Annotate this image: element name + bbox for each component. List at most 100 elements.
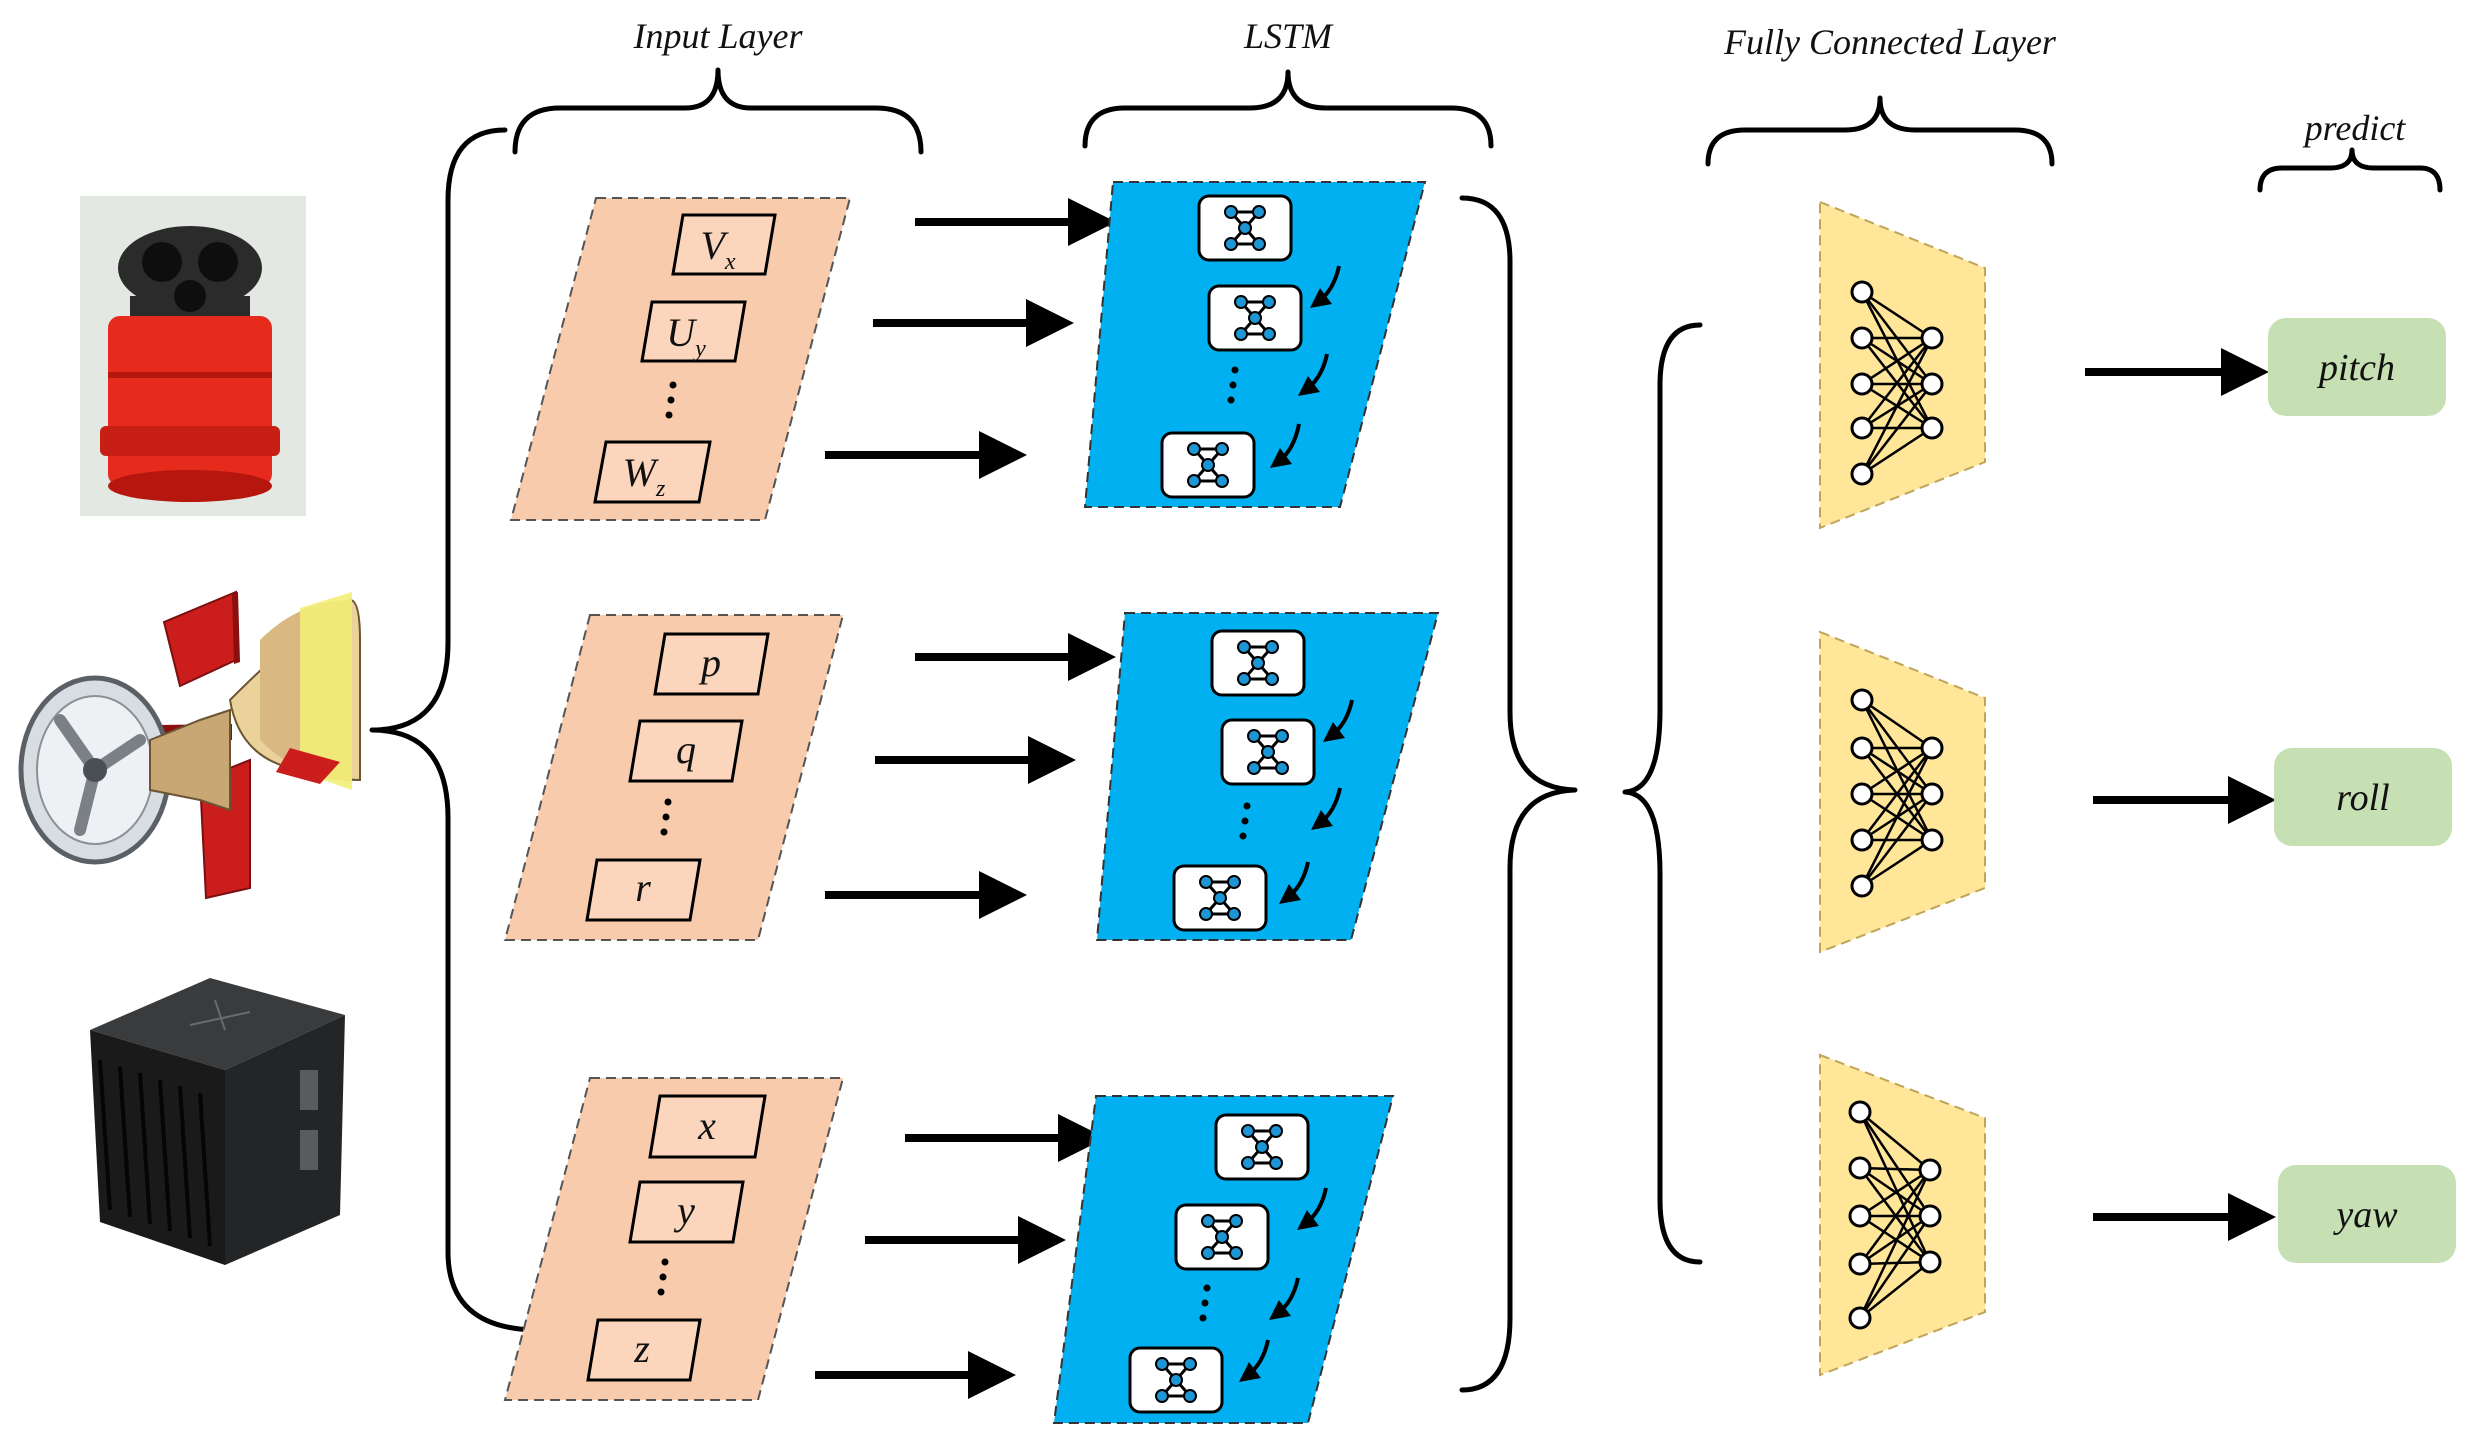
input-var-uy-base: U [666,310,698,355]
lstm-cell [1210,629,1306,697]
lstm-block-2 [1095,612,1440,941]
input-group-1: Vx Uy Wz [509,197,852,521]
fc-node [1848,1252,1872,1276]
output-yaw: yaw [2278,1165,2456,1263]
lstm-title: LSTM [1243,16,1334,56]
lstm-cell [1172,864,1268,932]
lstm-recurrent-arrow [1270,423,1301,469]
fc-node [1850,280,1874,304]
input-var-wz-sub: z [655,476,666,502]
dvl-sensor-icon [80,196,306,516]
lstm-recurrent-arrow [1239,1339,1270,1383]
input-ellipsis [660,798,672,836]
fc-layer-brace [1705,95,2055,167]
fc-node [1920,372,1944,396]
fc-edges [1860,698,1934,888]
lstm-recurrent-arrow [1297,1187,1328,1231]
fc-node [1918,1204,1942,1228]
output-roll-label: roll [2336,777,2390,819]
predict-title: predict [2302,108,2407,148]
fc-layer-title: Fully Connected Layer [1723,22,2057,62]
input-var-box-wz: Wz [593,440,712,504]
fc-node [1848,1100,1872,1124]
fc-node [1920,782,1944,806]
fc-node [1848,1156,1872,1180]
lstm-ellipsis [1227,366,1239,404]
fc-node [1850,782,1874,806]
input-ellipsis [657,1258,669,1296]
input-layer-brace [512,67,924,155]
left-group-brace [369,127,538,1333]
svg-text:Wz: Wz [623,450,666,502]
input-to-lstm-arrows [815,198,1116,1399]
fc-node [1920,326,1944,350]
lstm-cell [1174,1203,1270,1271]
output-pitch: pitch [2268,318,2446,416]
input-var-box-x: x [648,1094,767,1159]
lstm-cell [1214,1113,1310,1181]
input-group-3: x y z [503,1077,845,1401]
lstm-cell [1220,718,1316,786]
input-var-wz-base: W [623,450,660,495]
input-group-2: p q r [503,614,845,941]
output-yaw-label: yaw [2332,1194,2398,1236]
fc-block-1 [1819,200,1986,530]
fc-node [1920,416,1944,440]
input-var-uy-sub: y [693,336,706,362]
input-var-box-y: y [628,1180,745,1244]
fc-node [1850,874,1874,898]
svg-text:Uy: Uy [666,310,706,362]
fc-node [1850,688,1874,712]
input-var-vx-sub: x [724,249,736,275]
input-var-box-r: r [585,858,702,922]
lstm-recurrent-arrow [1279,861,1310,905]
lstm-block-3 [1052,1095,1395,1424]
lstm-cell [1128,1346,1224,1414]
auv-vehicle-icon [18,590,361,900]
fc-panel-2 [1819,630,1986,954]
input-var-q: q [676,727,696,772]
input-layer-title: Input Layer [633,16,804,56]
fc-node [1850,326,1874,350]
lstm-ellipsis [1199,1284,1211,1322]
lstm-cell [1160,431,1256,499]
fc-node [1850,372,1874,396]
output-pitch-label: pitch [2316,347,2395,389]
ins-unit-icon [90,978,345,1265]
input-var-box-p: p [653,632,770,696]
input-var-p: p [698,640,721,685]
predict-brace [2257,147,2443,193]
fc-node [1918,1250,1942,1274]
lstm-cell [1207,284,1303,352]
fc-node [1848,1204,1872,1228]
lstm-recurrent-arrow [1269,1277,1300,1321]
fc-node [1850,416,1874,440]
fc-node [1850,736,1874,760]
lstm-cell [1197,194,1293,262]
input-var-x: x [697,1103,716,1148]
fc-block-2 [1819,630,1986,954]
input-var-box-vx: Vx [671,213,777,276]
fc-edges [1858,1111,1932,1319]
input-var-z: z [633,1326,650,1371]
output-roll: roll [2274,748,2452,846]
svg-text:Vx: Vx [700,223,735,275]
fc-block-3 [1819,1053,1986,1377]
lstm-recurrent-arrow [1298,353,1329,397]
fc-split-brace [1622,322,1703,1265]
input-var-y: y [673,1188,695,1233]
lstm-recurrent-arrow [1310,265,1341,309]
fc-node [1920,736,1944,760]
input-ellipsis [665,381,677,419]
fc-node [1848,1306,1872,1330]
lstm-ellipsis [1239,802,1251,840]
lstm-recurrent-arrow [1311,787,1342,831]
fc-node [1850,828,1874,852]
fc-to-output-arrows [2085,348,2276,1241]
input-var-r: r [635,865,651,910]
input-var-box-q: q [628,719,744,783]
lstm-merge-brace [1459,195,1578,1393]
input-var-box-uy: Uy [640,300,747,363]
lstm-recurrent-arrow [1323,699,1354,743]
